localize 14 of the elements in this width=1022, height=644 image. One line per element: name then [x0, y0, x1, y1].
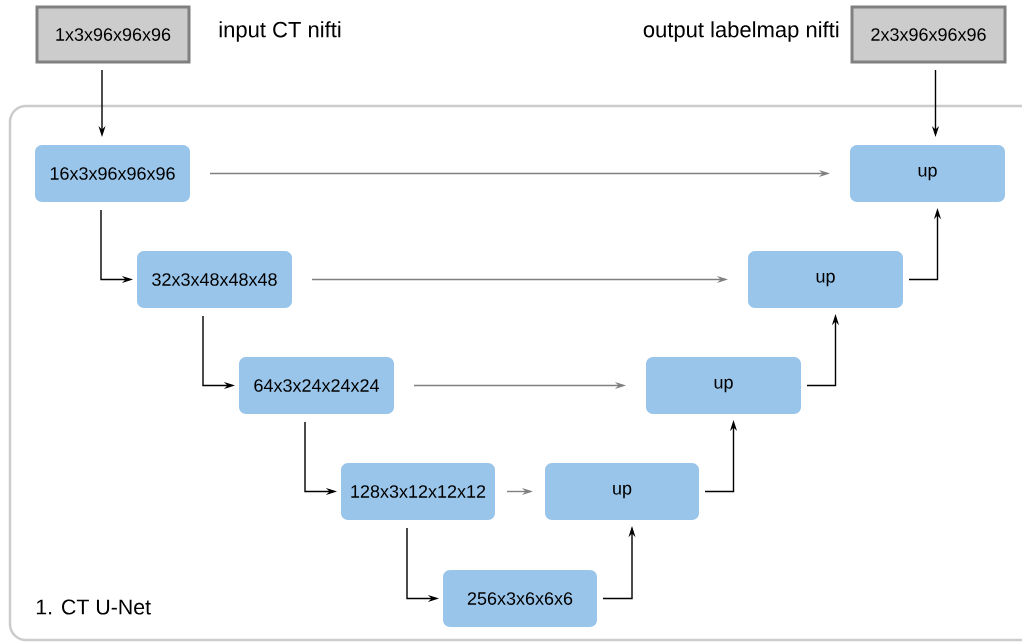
tensor-box: 2x3x96x96x96 — [850, 5, 1007, 64]
layer-box: up — [646, 357, 801, 414]
io-label: input CT nifti — [219, 21, 341, 42]
layer-box: up — [748, 251, 903, 308]
layer-box: 64x3x24x24x24 — [239, 357, 394, 414]
layer-box: 128x3x12x12x12 — [341, 463, 495, 520]
io-label: output labelmap nifti — [643, 21, 839, 42]
layer-box: 32x3x48x48x48 — [137, 251, 292, 308]
layer-box: up — [850, 145, 1005, 202]
layer-box: 16x3x96x96x96 — [35, 145, 190, 202]
group-label: 1. CT U-Net — [36, 599, 151, 615]
tensor-box: 1x3x96x96x96 — [35, 5, 191, 64]
layer-box: 256x3x6x6x6 — [443, 570, 597, 627]
layer-box: up — [545, 463, 699, 520]
